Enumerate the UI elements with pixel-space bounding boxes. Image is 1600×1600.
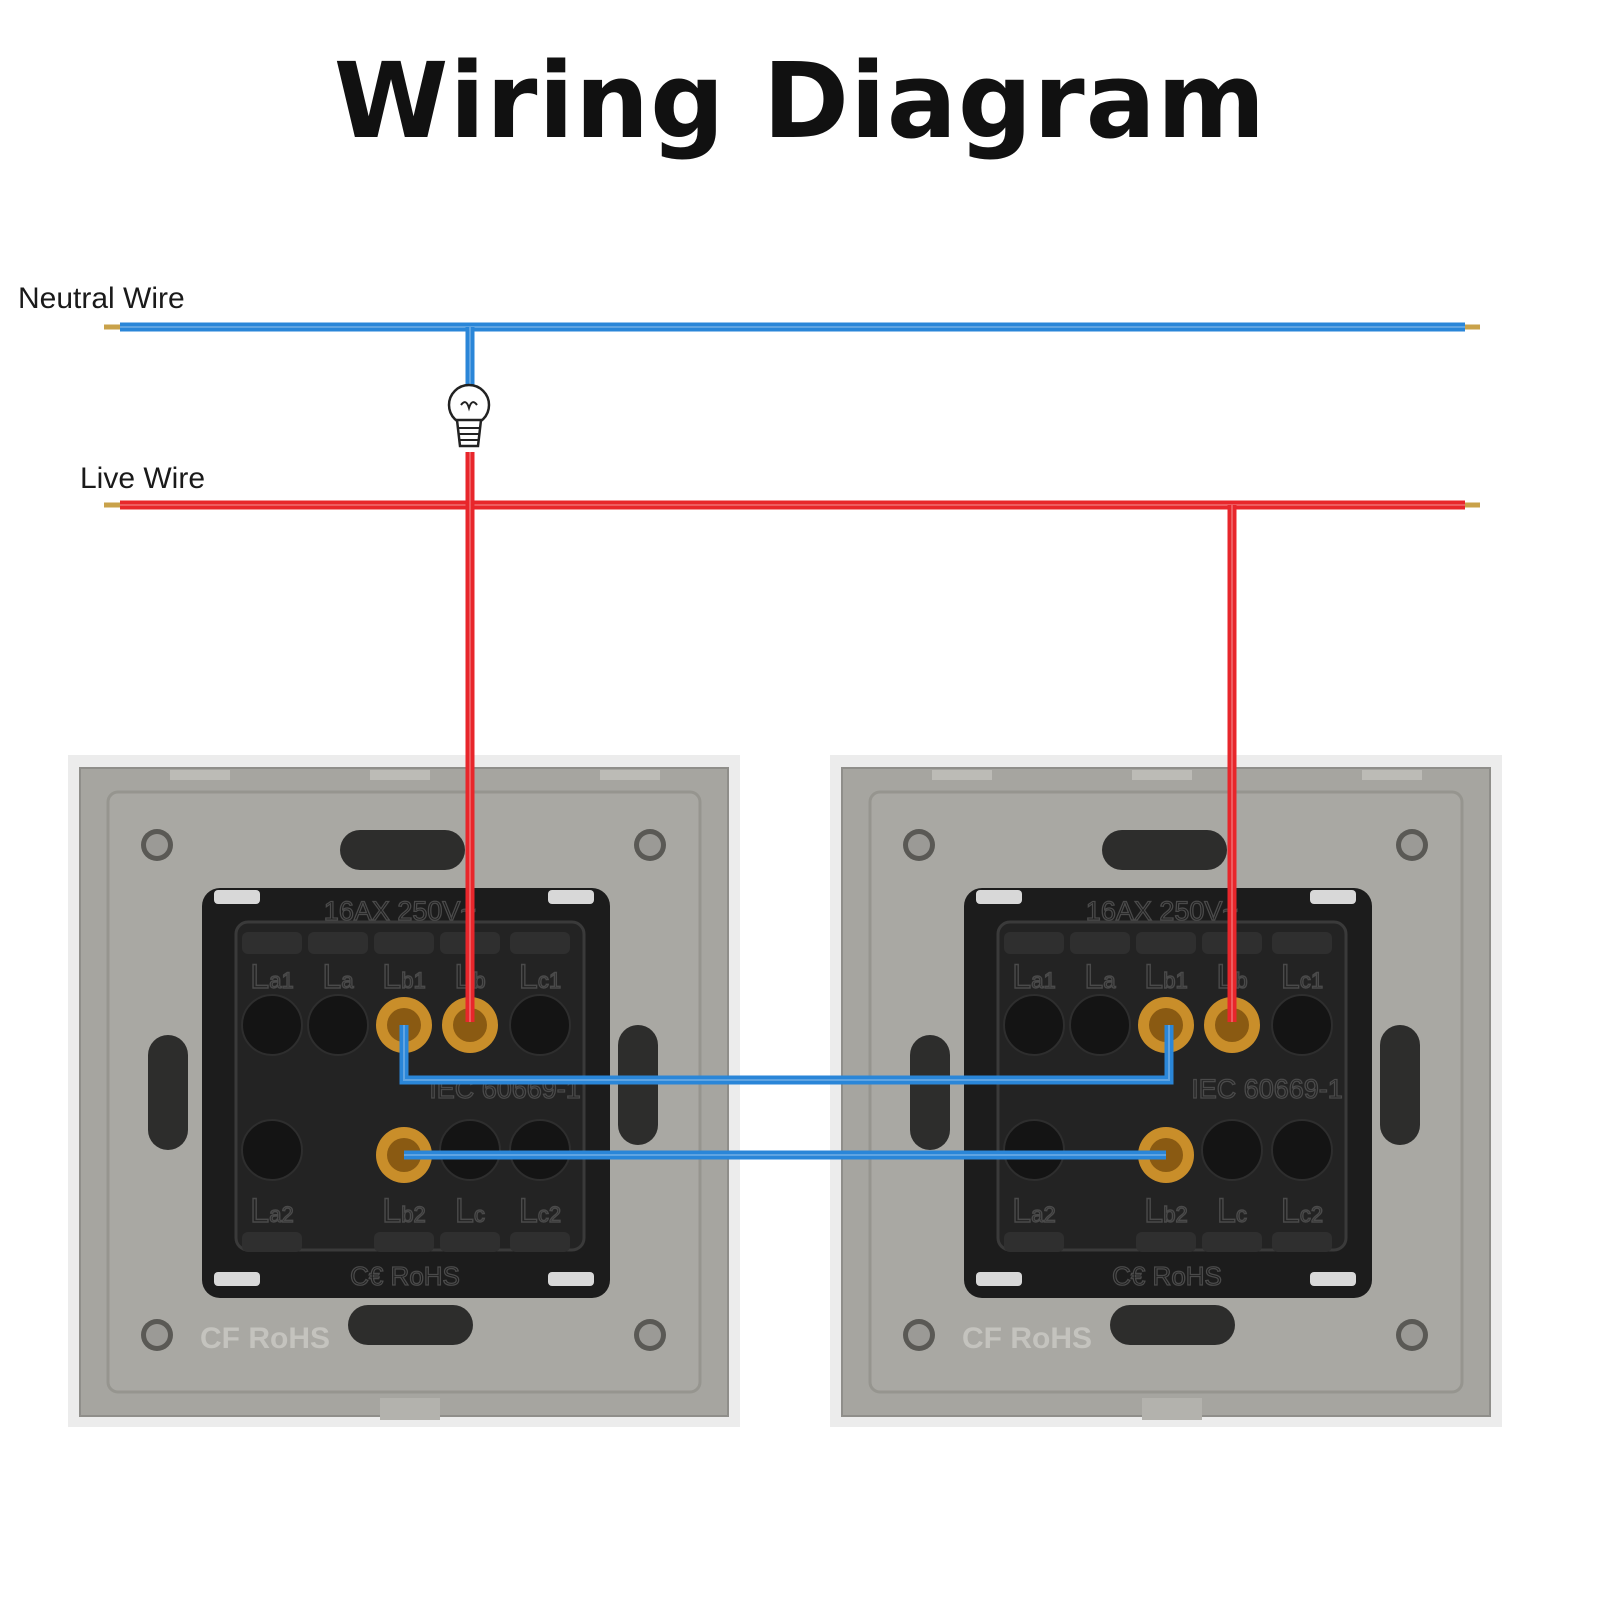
module-clip <box>548 890 594 904</box>
mounting-slot-top <box>1102 830 1227 870</box>
terminal-clamp <box>1272 1232 1332 1252</box>
terminal-label-la2: La2 <box>250 1192 293 1230</box>
terminal-hole <box>1003 1119 1065 1181</box>
frame-tab <box>1132 770 1192 780</box>
brass-terminal-screw <box>1215 1008 1249 1042</box>
terminal-label-la: La <box>322 958 354 996</box>
terminal-hole <box>1003 994 1065 1056</box>
terminal-clamp <box>1070 932 1130 954</box>
page-title: Wiring Diagram <box>333 40 1267 162</box>
screw-hole-inner <box>639 834 661 856</box>
terminal-clamp <box>374 932 434 954</box>
frame-tab <box>600 770 660 780</box>
terminal-label-lc: Lc <box>1217 1192 1247 1230</box>
mounting-slot-bottom <box>1110 1305 1235 1345</box>
frame-tab <box>170 770 230 780</box>
terminal-label-la2: La2 <box>1012 1192 1055 1230</box>
module-clip <box>214 890 260 904</box>
terminal-label-lc: Lc <box>455 1192 485 1230</box>
terminal-clamp <box>1272 932 1332 954</box>
terminal-hole <box>1271 994 1333 1056</box>
terminal-label-lc2: Lc2 <box>519 1192 561 1230</box>
terminal-clamp <box>1004 932 1064 954</box>
terminal-clamp <box>440 1232 500 1252</box>
cert-text-outer: CF RoHS <box>200 1322 330 1355</box>
screw-hole-inner <box>639 1324 661 1346</box>
terminal-label-lc1: Lc1 <box>1281 958 1323 996</box>
cert-text-outer: CF RoHS <box>962 1322 1092 1355</box>
module-clip <box>1310 1272 1356 1286</box>
terminal-clamp <box>510 932 570 954</box>
terminal-clamp <box>510 1232 570 1252</box>
terminal-hole <box>509 994 571 1056</box>
live-wire-label: Live Wire <box>80 462 206 495</box>
mounting-slot-top <box>340 830 465 870</box>
terminal-label-la: La <box>1084 958 1116 996</box>
mounting-slot-right <box>1380 1025 1420 1145</box>
screw-hole-inner <box>908 834 930 856</box>
terminal-hole <box>1069 994 1131 1056</box>
cert-text-inner: C€ RoHS <box>350 1261 460 1291</box>
terminal-label-lb1: Lb1 <box>1144 958 1187 996</box>
terminal-clamp <box>308 932 368 954</box>
terminal-hole <box>1271 1119 1333 1181</box>
traveller-wire-lb1-shine <box>403 1025 1170 1081</box>
terminal-label-lc2: Lc2 <box>1281 1192 1323 1230</box>
screw-hole-inner <box>1401 1324 1423 1346</box>
terminal-label-lc1: Lc1 <box>519 958 561 996</box>
terminal-clamp <box>1136 932 1196 954</box>
terminal-clamp <box>1202 1232 1262 1252</box>
terminal-label-la1: La1 <box>1012 958 1055 996</box>
terminal-clamp <box>242 1232 302 1252</box>
mounting-slot-bottom <box>348 1305 473 1345</box>
rating-text: 16AX 250V~ <box>1086 896 1238 926</box>
module-clip <box>976 1272 1022 1286</box>
frame-tab <box>1362 770 1422 780</box>
terminal-hole <box>439 1119 501 1181</box>
terminal-hole <box>307 994 369 1056</box>
terminal-label-lb1: Lb1 <box>382 958 425 996</box>
terminal-hole <box>1201 1119 1263 1181</box>
terminal-hole <box>241 994 303 1056</box>
rating-text: 16AX 250V~ <box>324 896 476 926</box>
mounting-slot-left <box>910 1035 950 1150</box>
terminal-clamp <box>1136 1232 1196 1252</box>
neutral-wire-label: Neutral Wire <box>18 282 185 315</box>
screw-hole-inner <box>1401 834 1423 856</box>
frame-tab <box>1142 1398 1202 1420</box>
terminal-label-lb2: Lb2 <box>1144 1192 1187 1230</box>
terminal-label-la1: La1 <box>250 958 293 996</box>
frame-tab <box>932 770 992 780</box>
traveller-wire-lb1 <box>399 1025 1174 1085</box>
standard-text: IEC 60669-1 <box>1191 1074 1343 1104</box>
bulb-filament <box>460 401 478 412</box>
screw-hole-inner <box>908 1324 930 1346</box>
screw-hole-inner <box>146 834 168 856</box>
module-clip <box>548 1272 594 1286</box>
cert-text-inner: C€ RoHS <box>1112 1261 1222 1291</box>
module-clip <box>976 890 1022 904</box>
module-clip <box>1310 890 1356 904</box>
light-bulb-icon <box>447 383 491 448</box>
frame-tab <box>370 770 430 780</box>
terminal-clamp <box>242 932 302 954</box>
brass-terminal-screw <box>453 1008 487 1042</box>
frame-tab <box>380 1398 440 1420</box>
terminal-clamp <box>374 1232 434 1252</box>
terminal-label-lb2: Lb2 <box>382 1192 425 1230</box>
terminal-clamp <box>1004 1232 1064 1252</box>
terminal-hole <box>509 1119 571 1181</box>
mounting-slot-right <box>618 1025 658 1145</box>
screw-hole-inner <box>146 1324 168 1346</box>
module-clip <box>214 1272 260 1286</box>
mounting-slot-left <box>148 1035 188 1150</box>
terminal-hole <box>241 1119 303 1181</box>
